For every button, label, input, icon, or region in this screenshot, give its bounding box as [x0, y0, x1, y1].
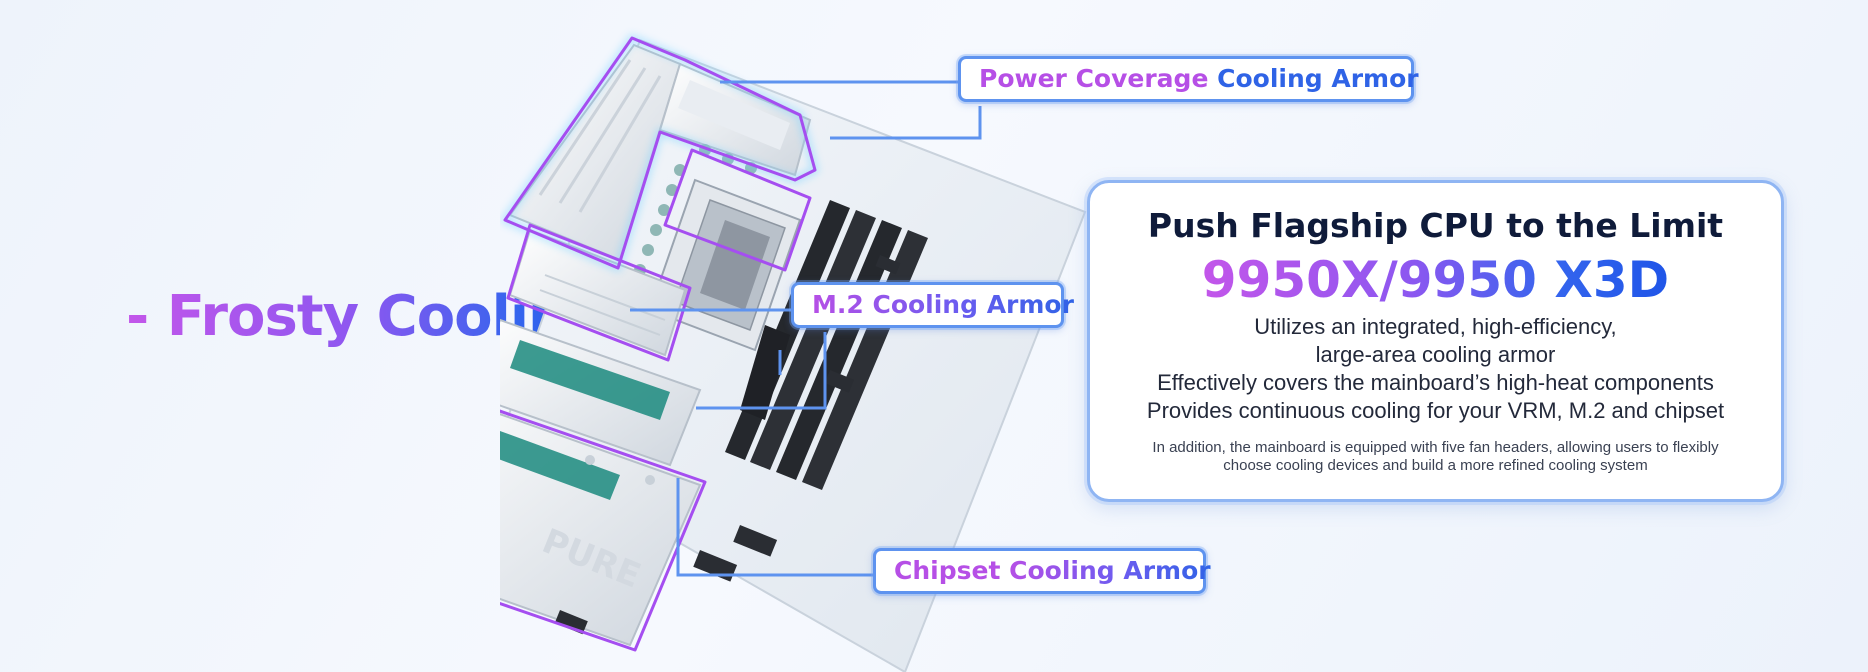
card-description: Utilizes an integrated, high-efficiency,…	[1090, 313, 1781, 425]
callout-power-coverage-cooling-armor: Power Coverage Cooling Armor	[958, 56, 1419, 102]
callout-m2-cooling-armor: M.2 Cooling Armor	[791, 282, 1074, 328]
vrm-heatsink	[508, 43, 812, 262]
card-line: Utilizes an integrated, high-efficiency,	[1254, 314, 1617, 339]
chipset-heatsink: PURE	[500, 413, 702, 647]
card-title: Push Flagship CPU to the Limit	[1147, 206, 1724, 245]
callout-chipset-cooling-armor: Chipset Cooling Armor	[873, 548, 1211, 594]
atx-power-connector	[740, 325, 790, 420]
motherboard-illustration: PURE	[500, 20, 1100, 672]
callout-power-label-blue: Cooling Armor	[1217, 64, 1419, 93]
leader-lines	[630, 80, 982, 577]
callout-power-label-pink: Power Coverage	[979, 64, 1209, 93]
card-line: Provides continuous cooling for your VRM…	[1146, 398, 1725, 423]
callout-chipset-label-blue: Cooling Armor	[1009, 556, 1211, 585]
cooling-armor-outlines	[500, 34, 819, 652]
info-card: Push Flagship CPU to the Limit 9950X/995…	[1087, 180, 1784, 502]
card-line: large-area cooling armor	[1315, 342, 1556, 367]
card-note: In addition, the mainboard is equipped w…	[1152, 439, 1719, 474]
cpu-socket	[648, 178, 802, 352]
callout-m2-label: M.2 Cooling Armor	[812, 290, 1074, 319]
callout-chipset-label-pink: Chipset	[894, 556, 1001, 585]
card-line: Effectively covers the mainboard’s high-…	[1157, 370, 1714, 395]
m2-heatsink	[500, 228, 702, 467]
cpu-model: 9950X/9950 X3D	[1201, 251, 1670, 309]
motherboard-graphic: PURE	[500, 34, 1087, 672]
